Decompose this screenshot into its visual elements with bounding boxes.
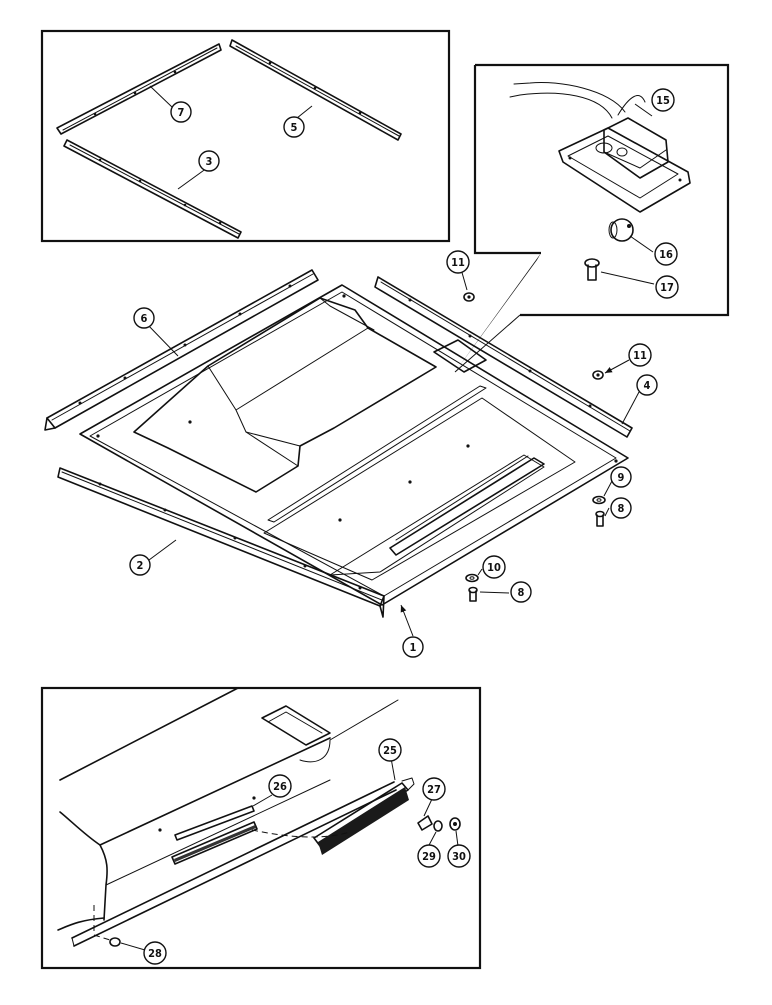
callout-26: 26	[268, 774, 292, 798]
nut-11-right	[592, 370, 604, 380]
visor-bracket-26	[171, 805, 258, 865]
callout-1: 1	[402, 636, 424, 658]
svg-text:17: 17	[660, 281, 674, 294]
svg-text:29: 29	[422, 850, 436, 863]
callouts: 7 5 3 15 16 17 11 6 11 4 9 8 2 10 8 1 25…	[129, 88, 679, 965]
svg-text:10: 10	[487, 561, 501, 574]
main-assembly	[44, 268, 640, 637]
strip-6	[44, 269, 319, 431]
washer-10	[465, 573, 479, 583]
strip-2	[57, 467, 385, 618]
svg-text:27: 27	[427, 783, 441, 796]
callout-6: 6	[133, 307, 155, 329]
svg-text:6: 6	[141, 312, 148, 325]
strip-7	[56, 43, 222, 135]
svg-text:15: 15	[656, 94, 670, 107]
svg-text:11: 11	[451, 256, 465, 269]
washer-9	[592, 495, 606, 505]
callout-15: 15	[651, 88, 675, 112]
callout-17: 17	[655, 275, 679, 299]
svg-text:11: 11	[633, 349, 647, 362]
callout-2: 2	[129, 554, 151, 576]
callout-4: 4	[636, 374, 658, 396]
callout-28: 28	[143, 941, 167, 965]
callout-30: 30	[447, 844, 471, 868]
visor-hardware	[109, 815, 461, 947]
screw-8-upper	[595, 510, 605, 527]
dome-lamp-assembly	[509, 82, 691, 213]
strip-3	[63, 139, 242, 239]
callout-8-upper: 8	[610, 497, 632, 519]
inset-sun-visor	[40, 686, 482, 970]
svg-text:28: 28	[148, 947, 162, 960]
roof-panel	[79, 284, 629, 606]
callout-25: 25	[378, 738, 402, 762]
svg-text:5: 5	[291, 121, 298, 134]
inset-pointer-wedge	[455, 253, 541, 372]
callout-3: 3	[198, 150, 220, 172]
callout-7: 7	[170, 101, 192, 123]
svg-text:9: 9	[618, 471, 625, 484]
svg-text:3: 3	[206, 155, 213, 168]
callout-9: 9	[610, 466, 632, 488]
svg-text:4: 4	[644, 379, 651, 392]
inset-dome-lamp	[454, 63, 730, 373]
callout-8-lower: 8	[510, 581, 532, 603]
svg-text:30: 30	[452, 850, 466, 863]
callout-16: 16	[654, 242, 678, 266]
svg-text:7: 7	[178, 106, 185, 119]
strip-5	[229, 39, 402, 141]
inset-frame-strips	[40, 29, 451, 243]
nut-11-upper	[463, 292, 475, 302]
svg-text:16: 16	[659, 248, 673, 261]
inset-frame-lamp	[475, 63, 730, 317]
strip-4	[374, 276, 633, 438]
callout-5: 5	[283, 116, 305, 138]
visor-25	[313, 777, 415, 855]
inset-frame-visor	[40, 686, 482, 970]
callout-10: 10	[482, 555, 506, 579]
svg-text:8: 8	[618, 502, 625, 515]
inset-trim-strips	[40, 29, 451, 243]
callout-11-upper: 11	[446, 250, 470, 274]
screw-8-lower	[468, 586, 478, 602]
lamp-bulb	[608, 218, 634, 242]
svg-text:26: 26	[273, 780, 287, 793]
svg-text:25: 25	[383, 744, 397, 757]
svg-text:2: 2	[137, 559, 144, 572]
callout-27: 27	[422, 777, 446, 801]
callout-29: 29	[417, 844, 441, 868]
callout-11-right: 11	[628, 343, 652, 367]
roof-section	[57, 687, 399, 947]
svg-text:8: 8	[518, 586, 525, 599]
lamp-screw	[584, 258, 600, 281]
svg-text:1: 1	[410, 641, 417, 654]
